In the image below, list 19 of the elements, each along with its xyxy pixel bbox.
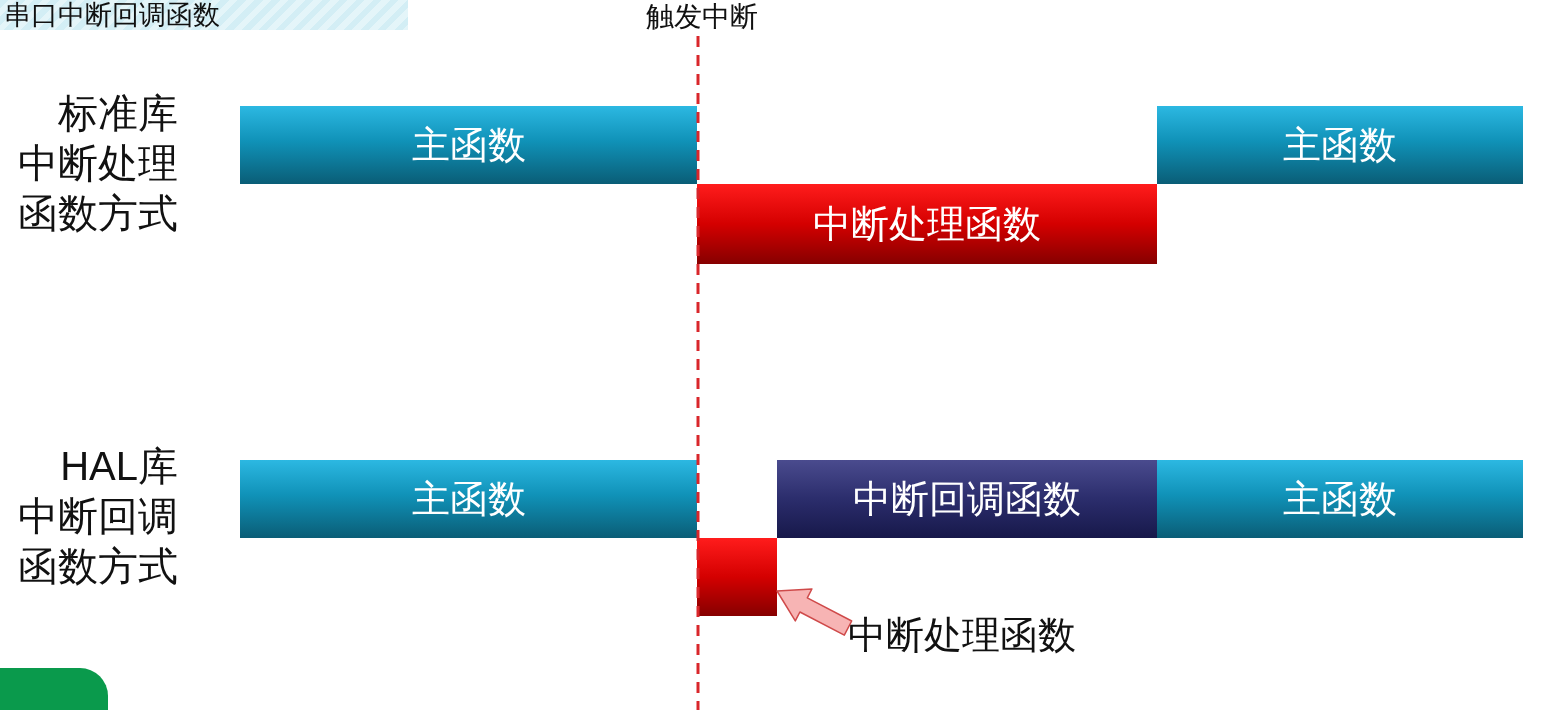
main-function-bar: [240, 460, 697, 538]
callout-text: 中断处理函数: [848, 612, 1076, 658]
main-function-bar: [1157, 106, 1523, 184]
interrupt-handler-bar: [697, 184, 1157, 264]
row-label: 标准库中断处理函数方式: [17, 90, 178, 237]
block-arrow: [776, 588, 853, 636]
bar-label: 中断回调函数: [853, 477, 1081, 522]
callback-function-bar: [777, 460, 1157, 538]
main-function-bar: [240, 106, 697, 184]
bar-label: 主函数: [411, 123, 526, 168]
bar-label: 主函数: [1283, 123, 1397, 168]
bar-label: 中断处理函数: [813, 202, 1041, 247]
bar-label: 主函数: [1283, 477, 1397, 522]
bar-label: 主函数: [411, 477, 526, 522]
title: 串口中断回调函数: [4, 0, 220, 30]
trigger-label: 触发中断: [645, 1, 759, 33]
interrupt-handler-block: [697, 538, 777, 616]
main-function-bar: [1157, 460, 1523, 538]
row-label: HAL库中断回调函数方式: [17, 443, 178, 590]
